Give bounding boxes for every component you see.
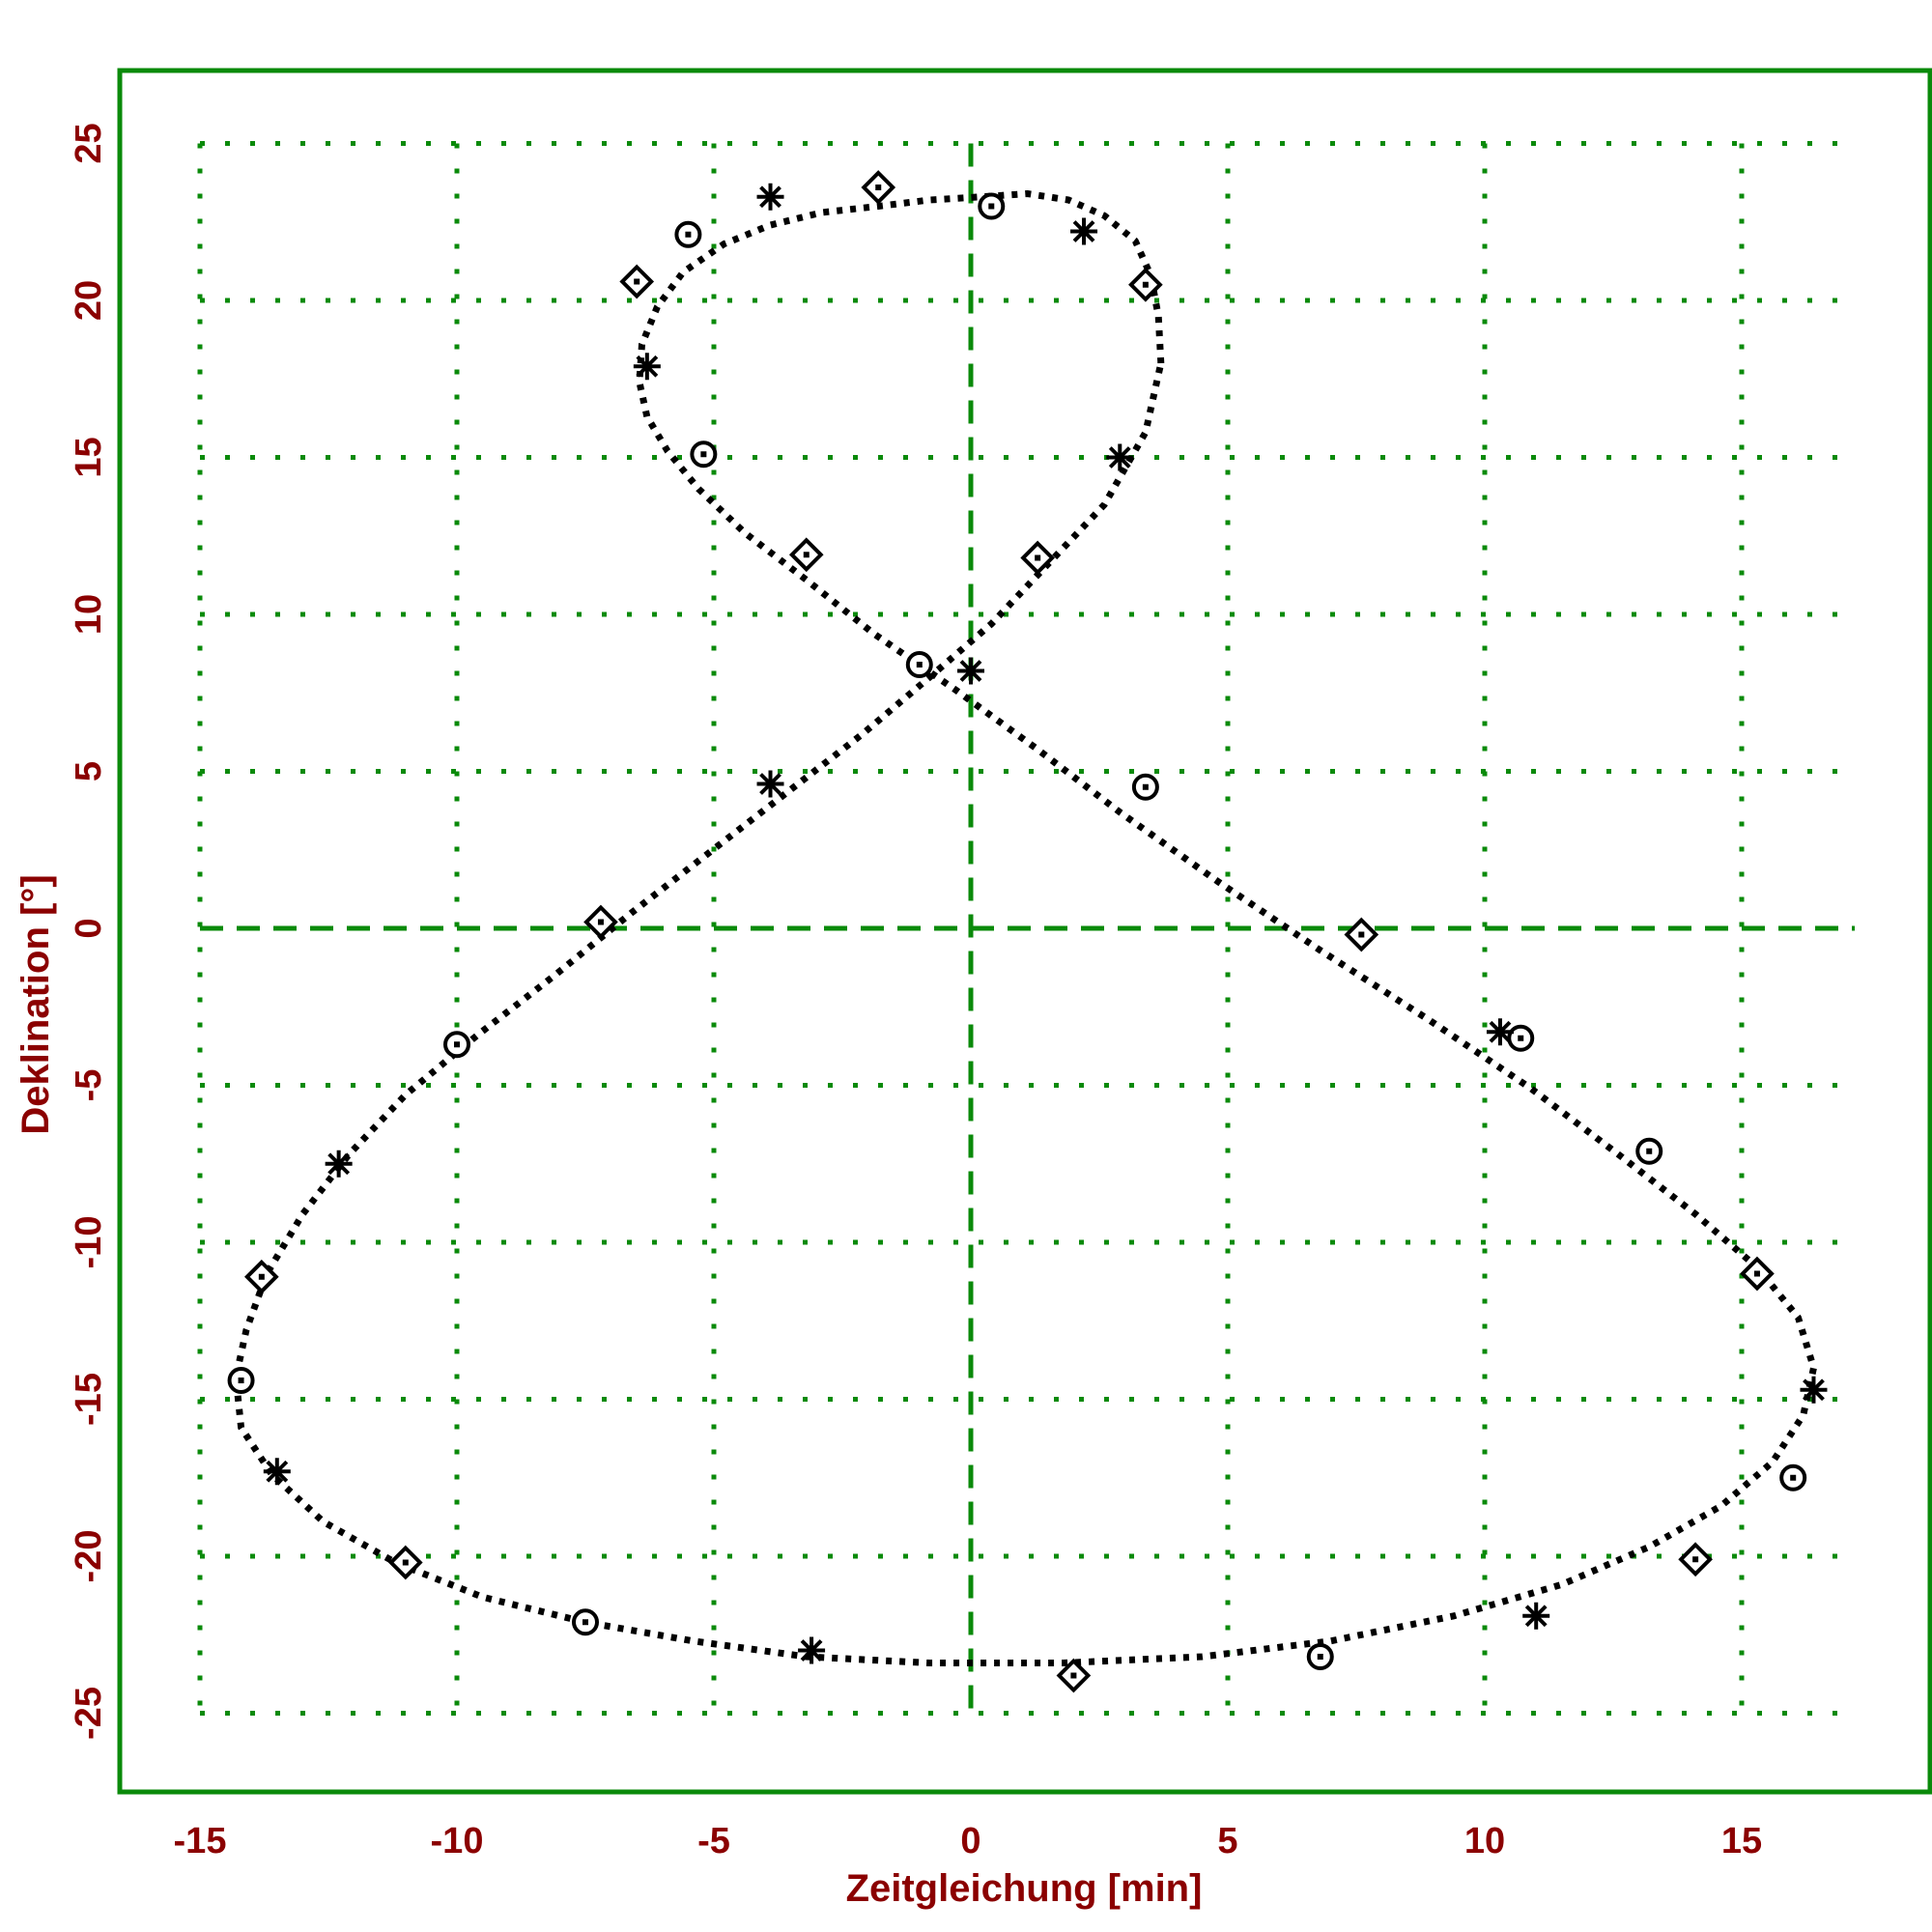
diamond-marker-dot	[875, 185, 882, 190]
diamond-marker-dot	[1142, 281, 1149, 288]
asterisk-stroke	[759, 185, 781, 209]
y-tick-label: -10	[69, 1216, 109, 1269]
asterisk-marker	[756, 183, 784, 211]
plot-frame	[117, 68, 1932, 1795]
circle-marker	[1306, 1643, 1334, 1670]
diamond-marker-dot	[1358, 931, 1365, 938]
diamond-marker-dot	[803, 552, 810, 558]
y-tick-label: -25	[69, 1687, 109, 1740]
asterisk-stroke	[1489, 1020, 1512, 1043]
x-tick-label: -10	[431, 1821, 484, 1861]
reference-lines	[200, 143, 1856, 1714]
circle-marker-dot	[988, 203, 995, 210]
circle-marker	[1779, 1463, 1807, 1492]
circle-marker-dot	[1790, 1474, 1797, 1481]
diamond-marker	[244, 1259, 279, 1294]
asterisk-stroke	[1072, 220, 1095, 242]
asterisk-stroke	[1108, 446, 1131, 469]
diamond-marker-dot	[1035, 554, 1041, 561]
diamond-marker-dot	[1692, 1556, 1699, 1563]
diamond-marker-dot	[402, 1559, 409, 1566]
y-tick-label: 5	[69, 761, 109, 781]
asterisk-stroke	[266, 1460, 289, 1483]
y-tick-label: 0	[69, 918, 109, 938]
diamond-marker	[1678, 1542, 1713, 1577]
x-tick-label: 0	[960, 1821, 980, 1861]
asterisk-stroke	[759, 773, 781, 795]
circle-marker-dot	[1646, 1148, 1653, 1154]
asterisk-marker	[633, 353, 661, 381]
asterisk-stroke	[1524, 1605, 1548, 1628]
diamond-marker-dot	[634, 278, 640, 285]
diamond-marker	[788, 537, 824, 573]
circle-marker	[674, 220, 702, 248]
diamond-marker-dot	[1753, 1270, 1760, 1277]
diamond-marker	[1344, 917, 1379, 952]
circle-marker-dot	[582, 1619, 588, 1626]
x-tick-label: -15	[174, 1821, 227, 1861]
asterisk-marker	[1106, 443, 1134, 471]
diamond-marker	[619, 264, 655, 299]
diamond-marker-dot	[1070, 1672, 1077, 1679]
asterisk-stroke	[1803, 1378, 1825, 1402]
diamond-marker	[1740, 1256, 1775, 1292]
circle-marker-dot	[1317, 1654, 1323, 1660]
circle-marker	[1635, 1137, 1663, 1165]
asterisk-marker	[325, 1150, 353, 1178]
x-tick-label: -5	[697, 1821, 730, 1861]
circle-marker	[1131, 773, 1159, 801]
diamond-marker	[583, 904, 618, 940]
asterisk-stroke	[959, 660, 982, 682]
diamond-marker	[861, 170, 896, 205]
diamond-marker-dot	[258, 1273, 265, 1280]
diamond-marker	[387, 1545, 423, 1580]
y-axis-title: Deklination [°]	[14, 874, 57, 1134]
circle-marker-dot	[238, 1378, 244, 1383]
circle-marker	[978, 192, 1006, 220]
y-tick-label: -5	[69, 1069, 109, 1102]
markers	[227, 170, 1828, 1693]
y-tick-label: 10	[69, 594, 109, 635]
asterisk-stroke	[636, 355, 659, 378]
asterisk-stroke	[327, 1152, 351, 1176]
asterisk-marker	[798, 1636, 826, 1664]
circle-marker	[690, 440, 718, 469]
circle-marker	[227, 1367, 255, 1394]
circle-marker-dot	[1518, 1035, 1524, 1041]
x-tick-label: 10	[1464, 1821, 1505, 1861]
asterisk-marker	[1070, 217, 1098, 245]
circle-marker-dot	[685, 231, 692, 238]
diamond-marker	[1020, 540, 1055, 576]
circle-marker	[905, 651, 933, 678]
x-axis-title: Zeitgleichung [min]	[846, 1867, 1203, 1910]
asterisk-marker	[1800, 1376, 1828, 1404]
y-tick-label: 15	[69, 437, 109, 477]
circle-marker-dot	[1142, 783, 1149, 790]
circle-marker-dot	[454, 1041, 460, 1048]
asterisk-marker	[756, 770, 784, 798]
circle-marker-dot	[700, 451, 707, 458]
y-tick-label: 25	[69, 123, 109, 163]
y-tick-label: -15	[69, 1373, 109, 1426]
y-tick-labels: -25 -20 -15 -10 -5 0 5 10 15 20 25	[69, 123, 109, 1740]
asterisk-marker	[1486, 1018, 1514, 1046]
grid	[197, 141, 1856, 1716]
diamond-marker	[1128, 267, 1163, 302]
y-tick-label: 20	[69, 280, 109, 321]
circle-marker-dot	[916, 662, 923, 668]
x-tick-label: 5	[1217, 1821, 1237, 1861]
x-tick-labels: -15 -10 -5 0 5 10 15	[174, 1821, 1763, 1861]
x-tick-label: 15	[1721, 1821, 1762, 1861]
asterisk-marker	[263, 1458, 291, 1486]
asterisk-marker	[957, 657, 984, 685]
asterisk-stroke	[800, 1639, 823, 1662]
diamond-marker	[1056, 1658, 1092, 1693]
asterisk-marker	[1522, 1602, 1550, 1630]
diamond-marker-dot	[597, 919, 604, 925]
circle-marker	[572, 1608, 599, 1636]
circle-marker	[443, 1031, 470, 1059]
y-tick-label: -20	[69, 1530, 109, 1583]
